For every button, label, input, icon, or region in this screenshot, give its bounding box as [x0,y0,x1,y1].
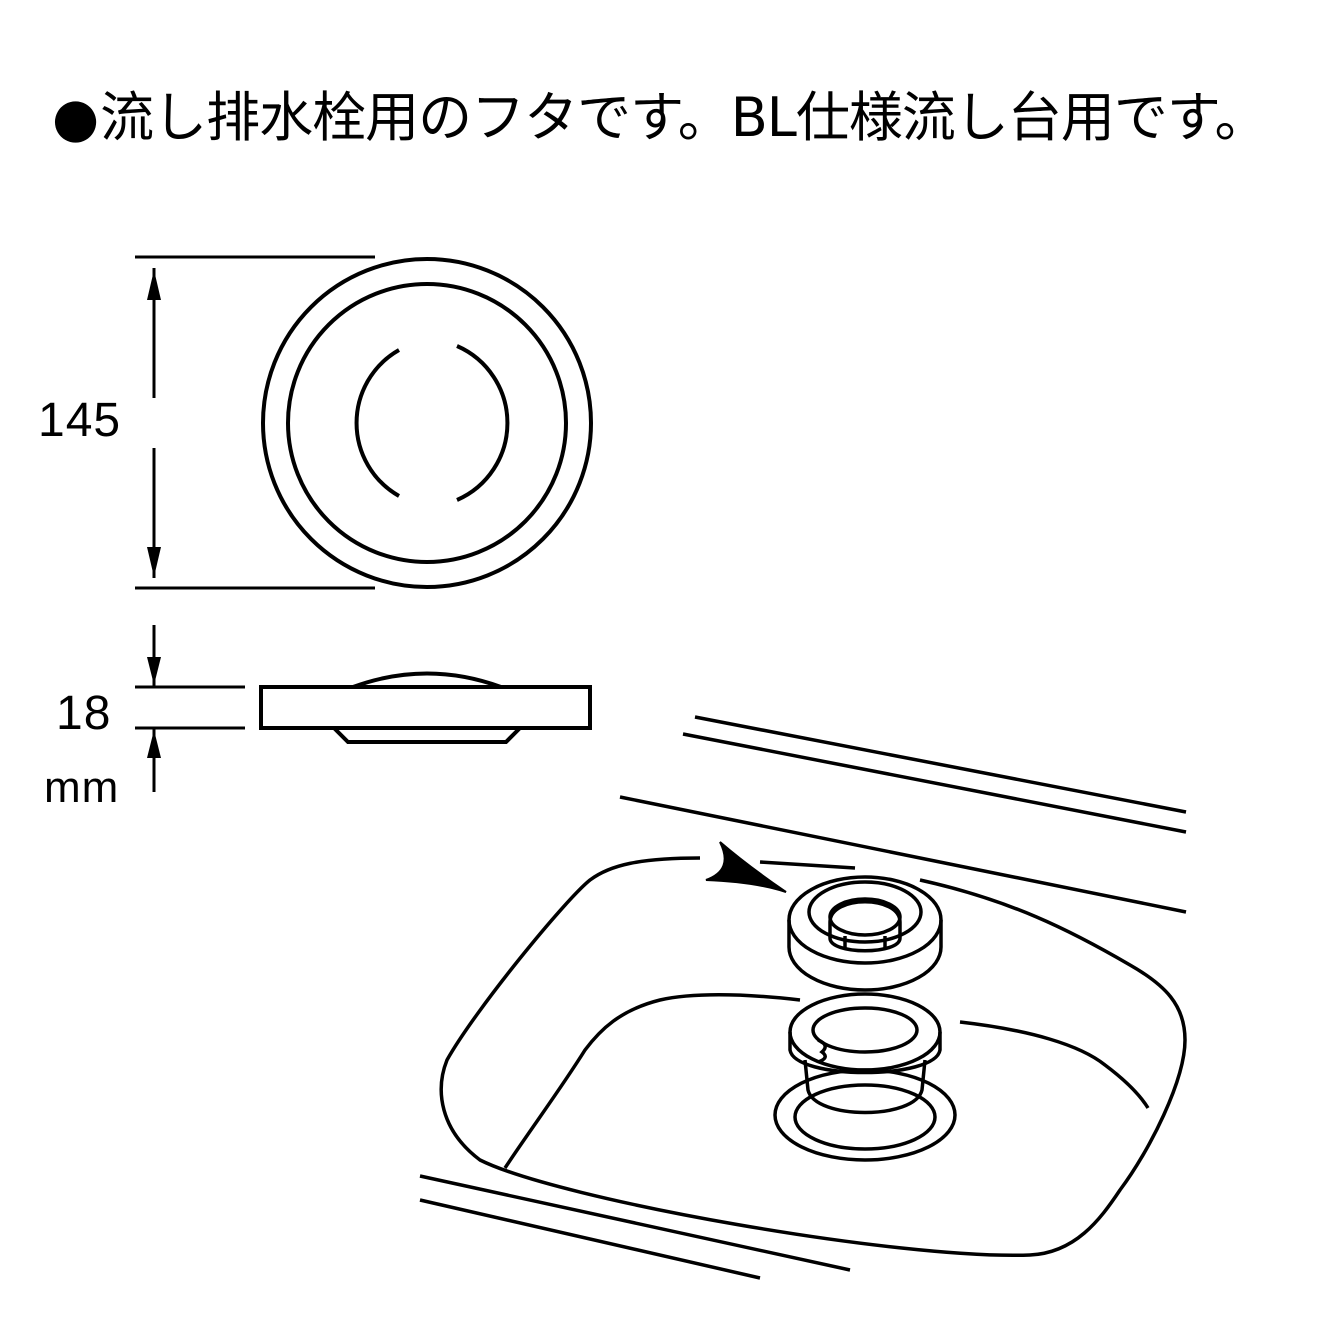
counter-front-edge-1 [419,1174,851,1272]
lid-side-dome [352,671,502,689]
counter-back-edge-3 [619,795,1187,914]
lid-side-body [259,685,592,730]
height-dimension-label: 18 [56,687,112,740]
lid-center-arc-right [456,344,510,502]
product-caption: ●流し排水栓用のフタです。BL仕様流し台用です。 [52,78,1322,158]
sink-rim-segment [759,860,856,870]
lid-center-arc-left [354,348,400,498]
unit-label: mm [44,763,120,812]
counter-front-edge-2 [419,1198,761,1280]
side-view-drawing [135,625,592,792]
lid-outer-rim [261,257,593,589]
counter-back-edge-1 [694,715,1187,814]
height-dimension-arrows [147,625,161,792]
lid-inner-rim [286,282,568,564]
counter-back-edge-2 [682,732,1187,834]
diameter-dimension-label: 145 [38,394,122,447]
diameter-dimension-arrow [147,268,161,578]
top-view-drawing [135,255,593,590]
drain-fitting [773,992,957,1162]
pointer-arrow [705,841,787,893]
sink-lid-cover [787,875,943,992]
caption-bullet: ● [52,86,99,149]
sink-basin-outer [439,856,1187,1258]
lid-side-bottom-boss [332,726,522,744]
sink-basin-inner-right [959,1020,1150,1109]
sink-basin-inner-left [503,993,801,1169]
caption-text: 流し排水栓用のフタです。BL仕様流し台用です。 [100,86,1268,149]
sink-installation-drawing [419,715,1187,1280]
